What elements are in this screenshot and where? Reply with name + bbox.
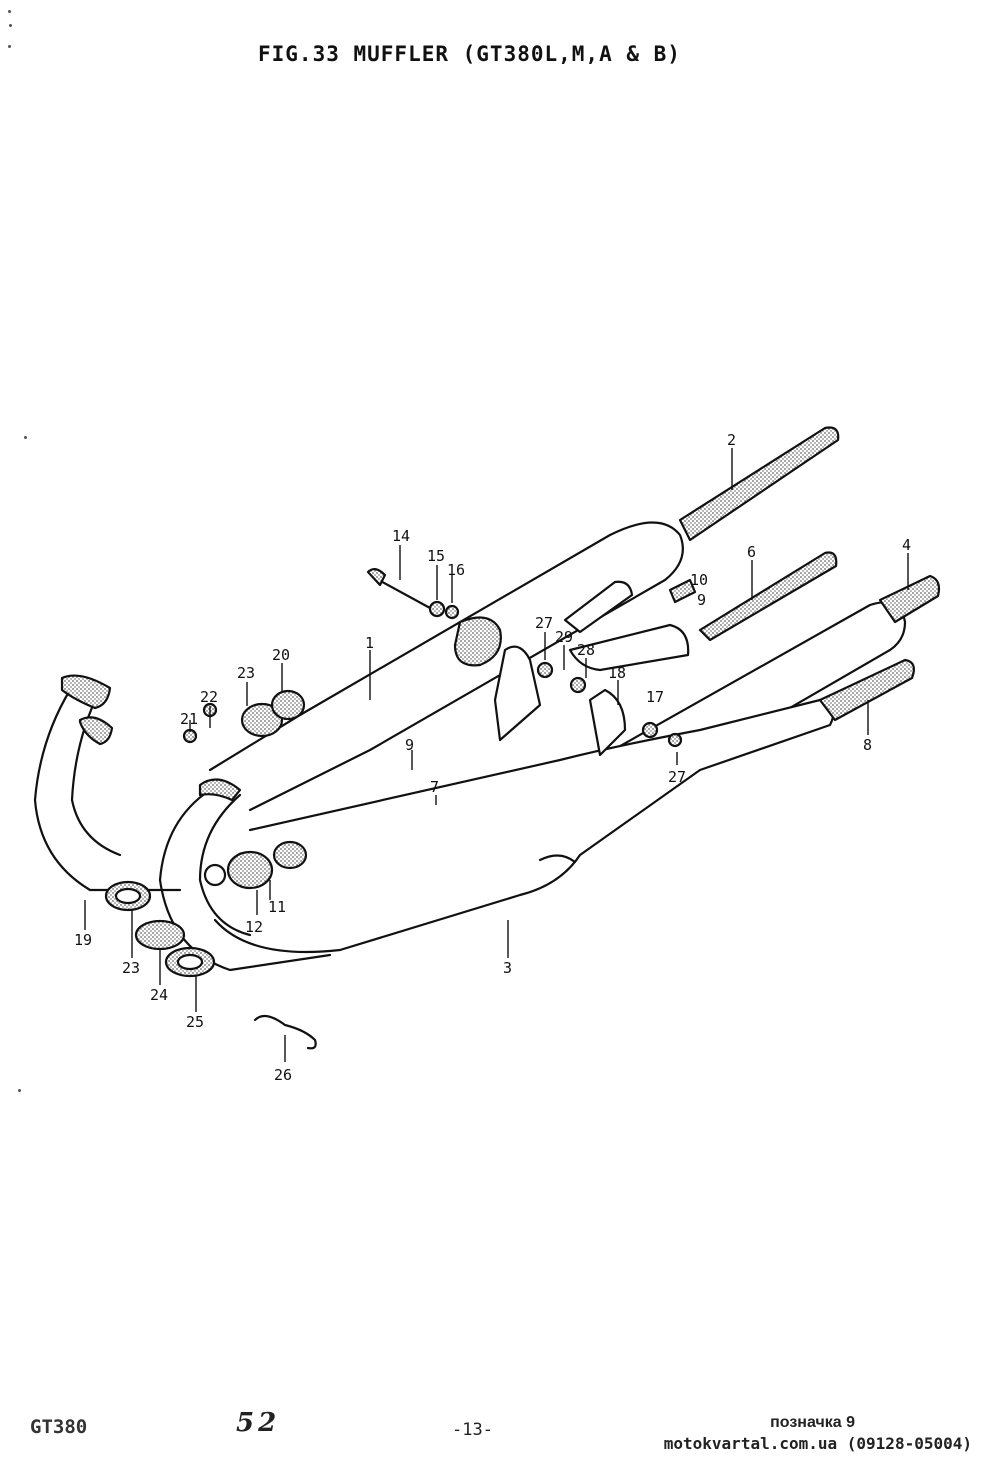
scan-speck (24, 436, 27, 439)
handwritten-page: 52 (236, 1408, 281, 1438)
callout-27-lower: 27 (668, 768, 686, 786)
mounting-brackets (493, 645, 683, 757)
callout-6: 6 (747, 543, 756, 561)
scan-speck (8, 10, 11, 13)
callout-29: 29 (555, 628, 573, 646)
callout-4: 4 (902, 536, 911, 554)
callout-14: 14 (392, 527, 410, 545)
middle-muffler (563, 551, 838, 672)
page-number: -13- (452, 1420, 493, 1440)
clamp-rings (104, 880, 216, 978)
small-bracket (668, 578, 697, 604)
scan-speck (8, 45, 11, 48)
lower-muffler (213, 658, 915, 954)
callout-8: 8 (863, 736, 872, 754)
callout-25: 25 (186, 1013, 204, 1031)
scan-speck (18, 1089, 21, 1092)
leader-lines (84, 448, 909, 1062)
joint-connectors (203, 840, 308, 890)
callout-24: 24 (150, 986, 168, 1004)
figure-title: FIG.33 MUFFLER (GT380L,M,A & B) (258, 42, 681, 66)
model-code: GT380 (30, 1416, 88, 1438)
callout-16: 16 (447, 561, 465, 579)
callout-17: 17 (646, 688, 664, 706)
callout-19: 19 (74, 931, 92, 949)
scan-speck (9, 24, 12, 27)
callout-23-lower: 23 (122, 959, 140, 977)
callout-23-upper: 23 (237, 664, 255, 682)
callout-22: 22 (200, 688, 218, 706)
bracket-clamp (182, 689, 306, 744)
callout-3: 3 (503, 959, 512, 977)
callout-18: 18 (608, 664, 626, 682)
callout-27-upper: 27 (535, 614, 553, 632)
watermark-label: позначка 9 (770, 1414, 855, 1431)
callout-28: 28 (577, 641, 595, 659)
callout-15: 15 (427, 547, 445, 565)
source-watermark: motokvartal.com.ua (09128-05004) (663, 1434, 972, 1453)
callout-12: 12 (245, 918, 263, 936)
callout-10: 10 (690, 571, 708, 589)
callout-20: 20 (272, 646, 290, 664)
callout-11: 11 (268, 898, 286, 916)
callouts: 2 14 15 16 6 10 9 4 1 27 29 28 18 17 20 … (74, 431, 911, 1084)
callout-26: 26 (274, 1066, 292, 1084)
spring-clip (253, 1014, 317, 1050)
callout-7: 7 (430, 778, 439, 796)
upper-muffler (208, 426, 840, 812)
callout-9-upper: 9 (697, 591, 706, 609)
callout-9-lower: 9 (405, 736, 414, 754)
callout-1: 1 (365, 634, 374, 652)
mount-bolt (366, 568, 460, 620)
callout-2: 2 (727, 431, 736, 449)
callout-21: 21 (180, 710, 198, 728)
